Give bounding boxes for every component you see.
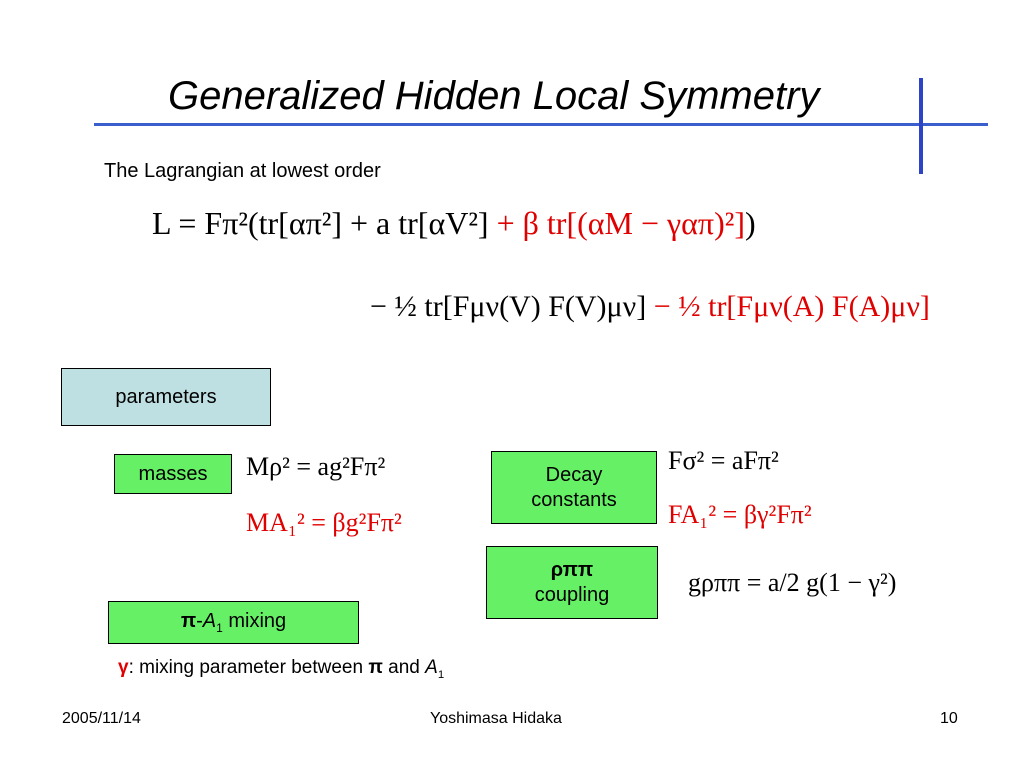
footer-page-number: 10 [940, 710, 958, 727]
masses-label: masses [138, 462, 208, 485]
rho-pi-pi-coupling-box: ρππ coupling [486, 546, 658, 619]
title-vertical-bar [919, 78, 923, 174]
f-a1-equation: FA₁² = βγ²Fπ² [668, 500, 812, 529]
title-underline [94, 123, 988, 126]
g-rho-pi-pi-equation: gρππ = a/2 g(1 − γ²) [688, 568, 897, 597]
decay-label-line-1: Decay [545, 463, 603, 486]
footer-author: Yoshimasa Hidaka [430, 710, 562, 727]
pi-symbol: π [368, 657, 383, 678]
gamma-note: γ: mixing parameter between π and A1 [118, 657, 444, 681]
rho-label-line-1: ρππ [550, 558, 594, 581]
lagrangian-line-1-red: + β tr[(αM − γαπ)²] [496, 205, 745, 241]
decay-label-line-2: constants [531, 488, 617, 511]
lagrangian-caption: The Lagrangian at lowest order [104, 160, 381, 182]
slide-title: Generalized Hidden Local Symmetry [168, 74, 820, 118]
a-subscript: 1 [437, 668, 445, 681]
f-sigma-equation: Fσ² = aFπ² [668, 446, 779, 475]
a-symbol: A [425, 657, 438, 678]
rho-mass-equation: Mρ² = ag²Fπ² [246, 452, 386, 481]
footer-date: 2005/11/14 [62, 710, 141, 727]
lagrangian-line-2: − ½ tr[Fμν(V) F(V)μν] − ½ tr[Fμν(A) F(A)… [370, 290, 930, 324]
lagrangian-line-1: L = Fπ²(tr[απ²] + a tr[αV²] + β tr[(αM −… [152, 205, 756, 242]
parameters-box: parameters [61, 368, 271, 426]
parameters-label: parameters [115, 385, 217, 408]
gamma-symbol: γ [118, 657, 129, 678]
lagrangian-line-1-close: ) [744, 205, 756, 241]
gamma-note-text: : mixing parameter between [128, 657, 369, 678]
and-text: and [382, 657, 426, 678]
rho-label-line-2: coupling [534, 583, 610, 606]
lagrangian-line-2-red: − ½ tr[Fμν(A) F(A)μν] [653, 290, 930, 323]
lagrangian-line-1-black: L = Fπ²(tr[απ²] + a tr[αV²] [152, 205, 489, 241]
lagrangian-line-2-black: − ½ tr[Fμν(V) F(V)μν] [370, 290, 647, 323]
masses-box: masses [114, 454, 232, 494]
mixing-label: π-A1 mixing [180, 610, 287, 635]
a1-mass-equation: MA₁² = βg²Fπ² [246, 508, 402, 537]
pi-a1-mixing-box: π-A1 mixing [108, 601, 359, 644]
decay-constants-box: Decay constants [491, 451, 657, 524]
